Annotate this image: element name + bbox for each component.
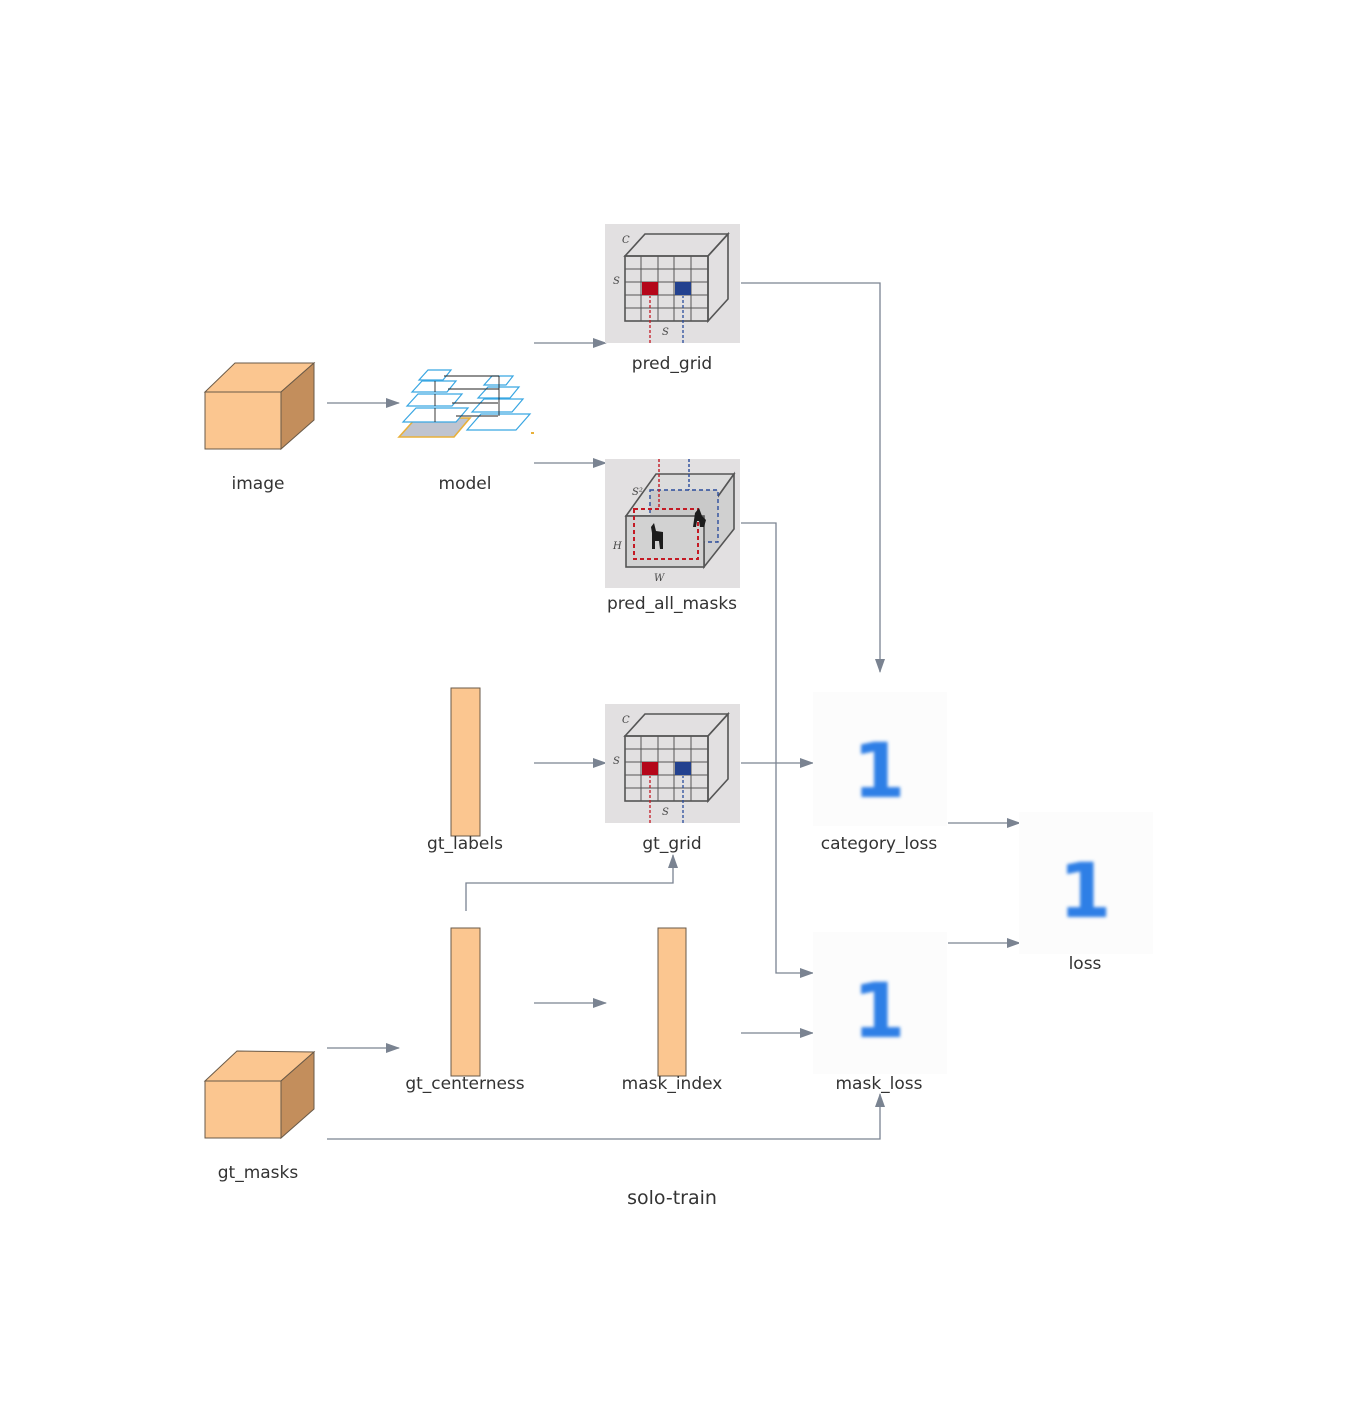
mask-index-label: mask_index (621, 1074, 723, 1094)
mask-axis-h: H (612, 541, 622, 552)
mask-loss-scalar-icon: 1 (813, 932, 947, 1074)
gt-grid-label: gt_grid (642, 834, 702, 854)
category-loss-value: 1 (853, 726, 906, 815)
loss-label: loss (1068, 954, 1102, 974)
diagram-title: solo-train (627, 1187, 717, 1209)
fpn-pyramid-icon (397, 369, 534, 438)
gt-labels-tensor-icon (450, 687, 481, 837)
gt-centerness-tensor-icon (450, 927, 481, 1077)
edge-pred-grid-to-category-loss (741, 282, 885, 673)
mask-loss-value: 1 (853, 966, 906, 1055)
image-label: image (231, 474, 285, 494)
mask-axis-s2: S² (632, 487, 643, 498)
category-loss-scalar-icon: 1 (813, 692, 947, 826)
grid-axis-s-left: S (613, 276, 620, 287)
gt-labels-label: gt_labels (427, 834, 503, 854)
model-label: model (438, 474, 492, 494)
gt-grid-category-grid-icon: C S S (604, 703, 741, 824)
gt-masks-tensor-icon (203, 1050, 316, 1140)
edge-gt-masks-to-mask-loss (327, 1093, 885, 1140)
grid-axis-c: C (622, 235, 630, 246)
mask-branch-icon: S² H W (605, 459, 740, 588)
mask-axis-w: W (654, 573, 665, 584)
pred-grid-label: pred_grid (631, 354, 713, 374)
edge-pred-all-masks-to-mask-loss (741, 522, 814, 978)
loss-scalar-icon: 1 (1019, 812, 1153, 954)
pred-grid-category-grid-icon: C S S (604, 223, 741, 344)
gt-grid-axis-s-left: S (613, 756, 620, 767)
grid-axis-s-bottom: S (662, 327, 669, 338)
mask-index-tensor-icon (657, 927, 687, 1077)
pred-all-masks-label: pred_all_masks (606, 594, 738, 614)
loss-value: 1 (1059, 846, 1112, 935)
edges (327, 282, 1021, 1140)
image-tensor-icon (203, 361, 316, 451)
category-loss-label: category_loss (820, 834, 938, 854)
gt-grid-axis-c: C (622, 715, 630, 726)
gt-masks-label: gt_masks (217, 1163, 299, 1183)
gt-centerness-label: gt_centerness (405, 1074, 525, 1094)
gt-grid-axis-s-bottom: S (662, 807, 669, 818)
edge-gt-centerness-to-gt-grid (465, 854, 678, 911)
mask-loss-label: mask_loss (835, 1074, 923, 1094)
